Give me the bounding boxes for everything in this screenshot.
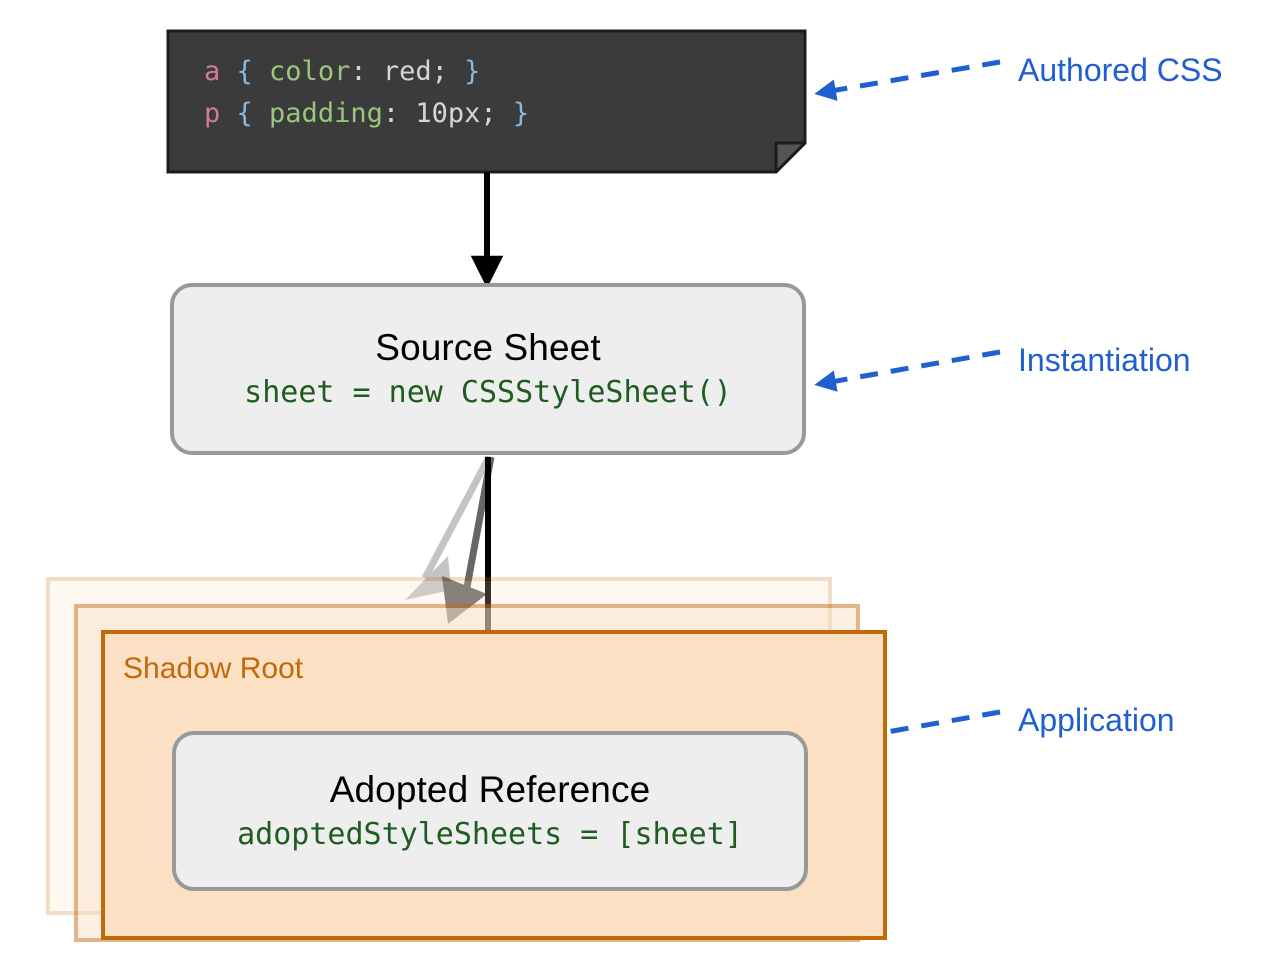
shadow-root-label: Shadow Root (123, 652, 304, 685)
css-selector-p: p (204, 98, 221, 129)
authored-css-code-block: a { color: red; } p { padding: 10px; } (168, 31, 805, 172)
adopted-reference-box: Adopted Reference adoptedStyleSheets = [… (172, 731, 808, 891)
css-close-brace-1: } (447, 56, 481, 87)
css-close-brace-2: } (496, 98, 530, 129)
css-selector-a: a (204, 56, 221, 87)
authored-css-code-text: a { color: red; } p { padding: 10px; } (204, 51, 529, 135)
source-sheet-code: sheet = new CSSStyleSheet() (244, 374, 732, 410)
css-value-10px: 10px; (415, 98, 497, 129)
adopted-reference-code: adoptedStyleSheets = [sheet] (237, 816, 743, 852)
css-value-red: red; (382, 56, 448, 87)
annotation-instantiation: Instantiation (1018, 342, 1191, 378)
css-open-brace-1: { (220, 56, 270, 87)
css-colon-2: : (382, 98, 416, 129)
annotation-application: Application (1018, 702, 1175, 738)
css-open-brace-2: { (220, 98, 270, 129)
css-property-color: color (269, 56, 351, 87)
source-sheet-title: Source Sheet (375, 326, 601, 368)
leader-authored-css (814, 59, 1001, 101)
css-colon-1: : (350, 56, 383, 87)
leader-instantiation (814, 349, 1001, 392)
css-property-padding: padding (269, 98, 383, 129)
adopted-reference-title: Adopted Reference (329, 768, 651, 810)
source-sheet-box: Source Sheet sheet = new CSSStyleSheet() (170, 283, 806, 455)
annotation-authored-css: Authored CSS (1018, 52, 1223, 88)
